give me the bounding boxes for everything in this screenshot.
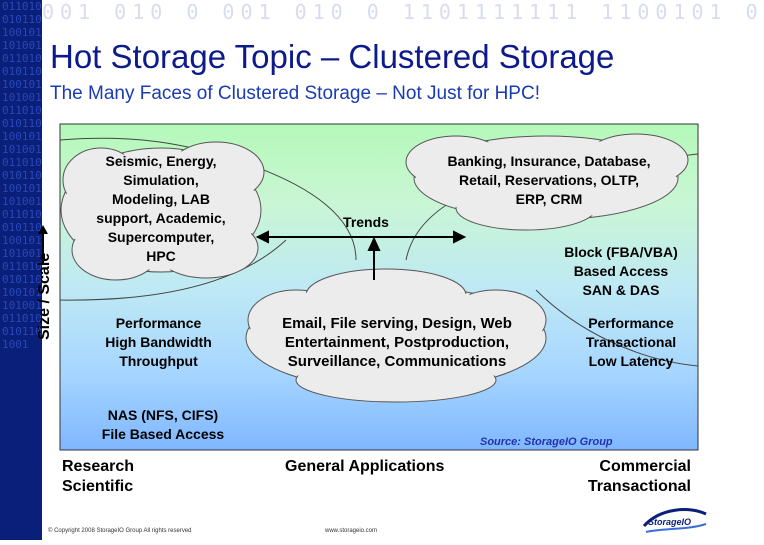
general-line-2: Entertainment, Postproduction, — [284, 334, 510, 351]
copyright-text: © Copyright 2008 StorageIO Group All rig… — [48, 528, 192, 534]
hpc-line-1: Seismic, Energy, — [105, 153, 217, 169]
slide-subtitle: The Many Faces of Clustered Storage – No… — [50, 83, 540, 104]
slide-title: Hot Storage Topic – Clustered Storage — [50, 38, 615, 75]
perf-bandwidth-label: Performance High Bandwidth Throughput — [76, 314, 241, 371]
bottom-right-line-2: Transactional — [587, 478, 691, 495]
nas-line-1: NAS (NFS, CIFS) — [107, 407, 219, 423]
perf-tx-line-1: Performance — [588, 315, 674, 331]
block-access-label: Block (FBA/VBA) Based Access SAN & DAS — [546, 243, 696, 300]
hpc-line-2: Simulation, — [123, 172, 199, 188]
perf-transactional-label: Performance Transactional Low Latency — [561, 314, 701, 371]
nas-line-2: File Based Access — [101, 426, 225, 442]
hpc-line-4: support, Academic, — [96, 210, 226, 226]
perf-tx-line-3: Low Latency — [588, 353, 674, 369]
trend-curve-lower-left — [59, 239, 287, 301]
cloud-hpc — [60, 141, 265, 281]
block-line-1: Block (FBA/VBA) — [564, 244, 678, 260]
y-axis-arrow — [38, 225, 48, 263]
general-line-1: Email, File serving, Design, Web — [282, 315, 512, 332]
bottom-label-left: Research Scientific — [62, 457, 134, 497]
source-label: Source: StorageIO Group — [480, 436, 613, 448]
trends-label: Trends — [343, 214, 389, 230]
commercial-line-3: ERP, CRM — [515, 191, 583, 207]
general-line-3: Surveillance, Communications — [287, 353, 507, 370]
bottom-label-right: Commercial Transactional — [561, 457, 691, 497]
hpc-line-3: Modeling, LAB — [112, 191, 210, 207]
diagram-graphics — [59, 123, 699, 451]
hpc-line-6: HPC — [146, 248, 176, 264]
diagram-panel: Seismic, Energy, Simulation, Modeling, L… — [56, 120, 705, 545]
cloud-general — [245, 268, 547, 403]
block-line-2: Based Access — [573, 263, 669, 279]
trends-arrows — [255, 230, 467, 280]
binary-pattern: 0110100101101001011010010110100101101001… — [2, 0, 42, 351]
y-axis-label-text: Size / Scale — [36, 252, 53, 340]
cloud-commercial-text: Banking, Insurance, Database, Retail, Re… — [414, 152, 684, 209]
commercial-line-2: Retail, Reservations, OLTP, — [459, 172, 639, 188]
left-decor-strip: 0110100101101001011010010110100101101001… — [0, 0, 42, 540]
commercial-line-1: Banking, Insurance, Database, — [447, 153, 651, 169]
bottom-left-line-2: Scientific — [62, 478, 134, 495]
perf-bw-line-1: Performance — [115, 315, 202, 331]
panel-border — [59, 123, 699, 451]
bottom-label-center: General Applications — [285, 458, 445, 475]
perf-bw-line-3: Throughput — [119, 353, 198, 369]
perf-tx-line-2: Transactional — [585, 334, 677, 350]
cloud-hpc-text: Seismic, Energy, Simulation, Modeling, L… — [76, 152, 246, 266]
bottom-right-line-1: Commercial — [599, 458, 691, 475]
storageio-logo-icon — [642, 508, 707, 533]
bottom-left-line-1: Research — [62, 458, 135, 475]
logo-text: StorageIO — [648, 517, 692, 527]
cloud-general-text: Email, File serving, Design, Web Enterta… — [252, 314, 542, 371]
cloud-commercial — [405, 133, 689, 231]
block-line-3: SAN & DAS — [582, 282, 660, 298]
perf-bw-line-2: High Bandwidth — [105, 334, 212, 350]
trend-curve-lower-right — [535, 289, 699, 367]
top-binary-pattern: 001 010 0 001 010 0 1101111111 1100101 0 — [42, 0, 764, 24]
website-text: www.storageio.com — [325, 528, 378, 534]
hpc-line-5: Supercomputer, — [107, 229, 215, 245]
nas-label: NAS (NFS, CIFS) File Based Access — [78, 406, 248, 444]
